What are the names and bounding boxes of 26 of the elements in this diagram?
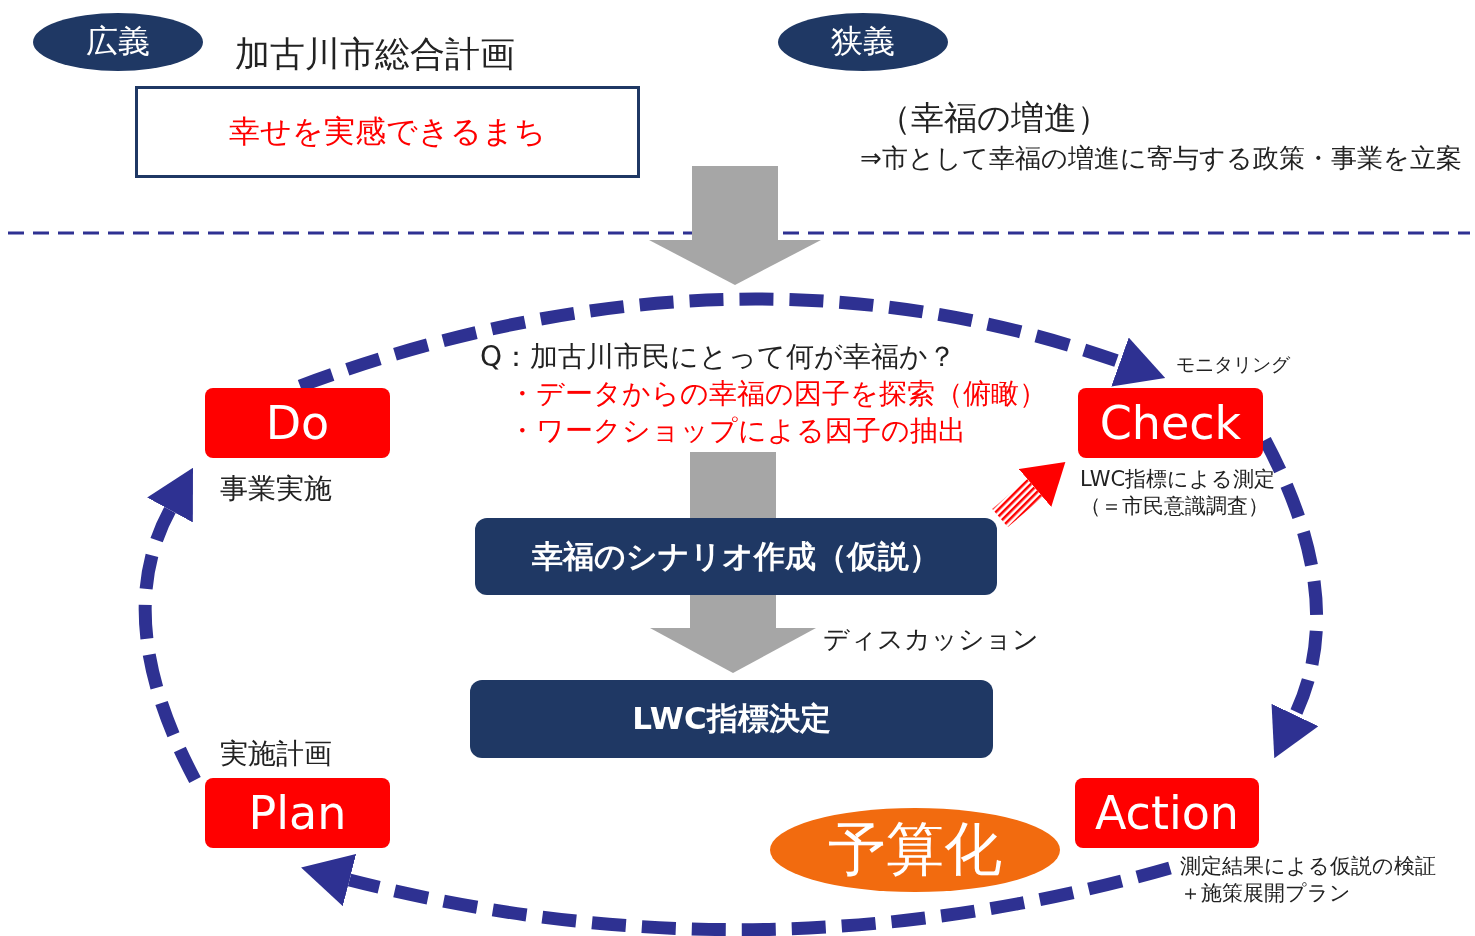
cycle-arrow xyxy=(300,853,1172,936)
phase-box: Plan xyxy=(205,778,390,848)
step-box: 幸福のシナリオ作成（仮説） xyxy=(475,518,997,595)
caption-text: モニタリング xyxy=(1176,352,1290,377)
note-text: ⇒市として幸福の増進に寄与する政策・事業を立案 xyxy=(860,142,1462,175)
caption-text: 事業実施 xyxy=(220,471,332,507)
cycle-arrow xyxy=(138,466,201,783)
caption-text: 実施計画 xyxy=(220,736,332,772)
question-text: Q：加古川市民にとって何が幸福か？ xyxy=(480,339,957,375)
label-ellipse: 広義 xyxy=(33,13,203,71)
phase-box: Action xyxy=(1075,778,1259,848)
step-box: LWC指標決定 xyxy=(470,680,993,758)
label-ellipse: 狭義 xyxy=(778,13,948,71)
hatched-arrow xyxy=(992,461,1066,528)
block-arrow xyxy=(650,595,816,673)
note-text: （幸福の増進） xyxy=(878,97,1110,139)
bullet-text: ・ワークショップによる因子の抽出 xyxy=(508,413,966,449)
heading-text: 加古川市総合計画 xyxy=(235,33,515,76)
phase-box: Do xyxy=(205,388,390,458)
bullet-text: ・データからの幸福の因子を探索（俯瞰） xyxy=(508,376,1047,412)
caption-text: LWC指標による測定（＝市民意識調査） xyxy=(1080,466,1277,521)
phase-box: Check xyxy=(1078,388,1263,458)
slogan-text: 幸せを実感できるまち xyxy=(228,112,547,151)
caption-text: 測定結果による仮説の検証＋施策展開プラン xyxy=(1180,853,1437,908)
budget-ellipse: 予算化 xyxy=(770,808,1060,892)
block-arrow xyxy=(649,166,821,285)
